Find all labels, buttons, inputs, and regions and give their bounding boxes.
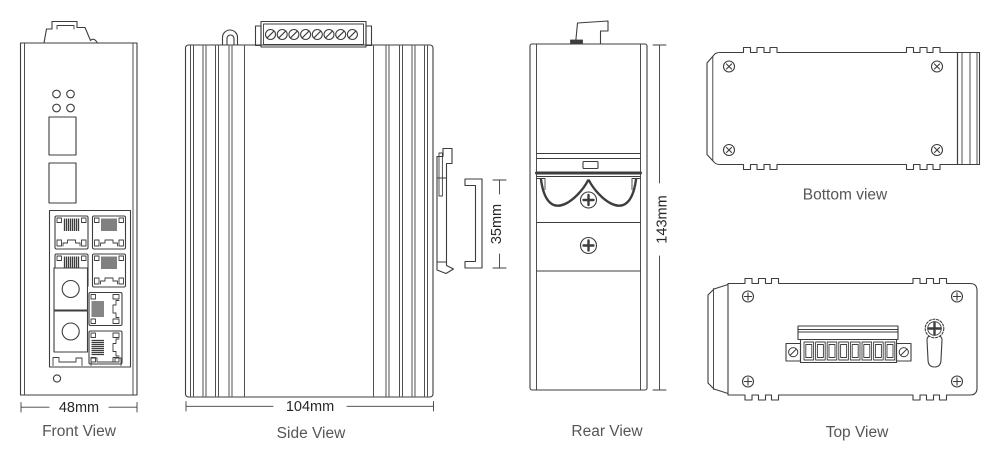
terminal-screw-icon [323,28,335,41]
rj45-port-icon [91,215,127,250]
corner-screw-icon [741,375,755,388]
rear-view-caption: Rear View [571,423,643,440]
bottom-view-caption: Bottom view [803,187,888,204]
sc-fiber-ports [53,267,89,353]
rear-height-dimension-label: 143mm [655,195,671,243]
corner-screw-icon [928,58,946,75]
din-latch [436,147,455,275]
sfp-slot-2 [48,162,77,204]
din-clip-springs [536,178,641,207]
top-view-caption: Top View [826,424,889,441]
sfp-slot-1 [48,116,77,156]
hanger-ring-icon [221,29,239,46]
din-rail-profile [464,178,483,269]
din-clip-top-icon [43,20,99,44]
bottom-body [706,46,959,171]
bottom-view: Bottom view [706,46,981,204]
rj45-port-icon [54,215,89,250]
front-view: 48mm Front View [19,20,138,440]
port-block [48,209,132,368]
din-rail-dimension-line [492,179,507,269]
terminal-block-top [785,325,912,364]
din-clip-end [707,283,729,395]
rear-view: 143mm Rear View [529,20,671,440]
rear-label-band [535,153,642,177]
terminal-screw-icon [898,347,909,358]
phillips-screw-icon [579,190,598,210]
terminal-screw-icon [346,28,358,41]
terminal-screw-icon [264,28,277,41]
terminal-screw-icon [300,28,312,41]
front-width-dimension-label: 48mm [59,400,99,416]
side-view: 35mm 104mm Side View [184,20,507,442]
slot-opening [582,160,599,170]
front-view-caption: Front View [42,423,117,440]
terminal-cells [803,341,896,361]
port-block-foot [52,357,83,366]
port-block-frame [48,209,132,368]
side-width-dimension-line [185,401,434,412]
terminal-block-side [254,20,373,48]
top-view: Top View [707,277,978,441]
side-view-caption: Side View [277,425,346,442]
terminal-screw-icon [788,347,799,358]
top-body [727,277,978,401]
corner-screw-icon [928,141,946,159]
rj45-port-icon [88,291,123,327]
corner-screw-icon [950,375,964,388]
port-block-foot [90,357,122,366]
din-clip-detail [56,25,75,30]
terminal-screw-icon [311,28,323,41]
ground-lug [924,318,945,368]
terminal-screw-icon [288,28,300,41]
side-body [184,44,434,398]
corner-screw-icon [720,141,738,159]
terminal-screw-icon [276,28,288,41]
side-width-dimension-label: 104mm [286,399,334,415]
led-indicators [52,89,75,113]
rj45-port-icon [88,330,123,365]
rear-height-dimension-line [652,44,667,391]
rear-body [529,43,648,391]
din-clip-end [956,51,981,166]
terminal-screw-icon [335,28,347,41]
front-body [19,42,138,396]
phillips-screw-icon [579,236,598,255]
mounting-hole [52,374,62,383]
din-rail-dimension-label: 35mm [489,204,505,244]
terminal-block-base [570,39,583,45]
corner-screw-icon [741,290,755,303]
cooling-fins [190,45,428,397]
rj45-port-icon [91,253,127,288]
corner-screw-icon [950,290,964,303]
corner-screw-icon [720,58,738,75]
front-width-dimension-line [20,402,138,413]
